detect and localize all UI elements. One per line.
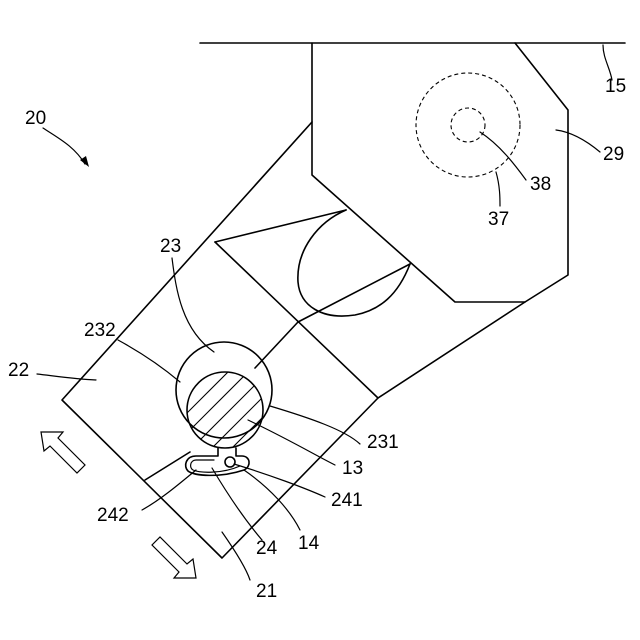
- label-15: 15: [605, 76, 626, 97]
- label-22: 22: [8, 360, 29, 381]
- label-242: 242: [97, 505, 129, 526]
- cam-shape: [298, 210, 410, 316]
- leader-38: [480, 132, 526, 180]
- label-29: 29: [603, 144, 624, 165]
- leader-24: [212, 468, 262, 540]
- lever-housing-outline: [62, 122, 525, 558]
- label-23: 23: [160, 236, 181, 257]
- label-21: 21: [256, 581, 277, 602]
- label-231: 231: [367, 432, 399, 453]
- label-14: 14: [298, 533, 320, 554]
- leader-20: [43, 128, 85, 164]
- main-body-outline: [312, 43, 568, 302]
- leader-15: [603, 45, 612, 80]
- lower-divider: [145, 452, 190, 480]
- label-241: 241: [331, 490, 363, 511]
- pin-241: [225, 457, 235, 467]
- label-20: 20: [25, 108, 46, 129]
- arrow-up-left-icon: [41, 432, 85, 473]
- section-line-b: [215, 210, 346, 242]
- dashed-circle-38: [451, 108, 485, 142]
- leader-232: [118, 340, 180, 382]
- label-13: 13: [342, 458, 363, 479]
- leader-241: [234, 464, 325, 497]
- label-232: 232: [84, 320, 116, 341]
- leader-22: [37, 374, 96, 380]
- leader-37: [496, 172, 500, 206]
- label-38: 38: [530, 174, 551, 195]
- leader-29: [556, 130, 600, 152]
- leader-14: [244, 470, 300, 530]
- leader-23: [172, 258, 214, 352]
- label-24: 24: [256, 538, 278, 559]
- leader-21: [222, 532, 250, 580]
- leader-13: [248, 420, 335, 465]
- dashed-circle-37: [416, 73, 520, 177]
- label-37: 37: [488, 209, 509, 230]
- roller-13: [130, 330, 290, 490]
- arrow-down-right-icon: [152, 537, 196, 578]
